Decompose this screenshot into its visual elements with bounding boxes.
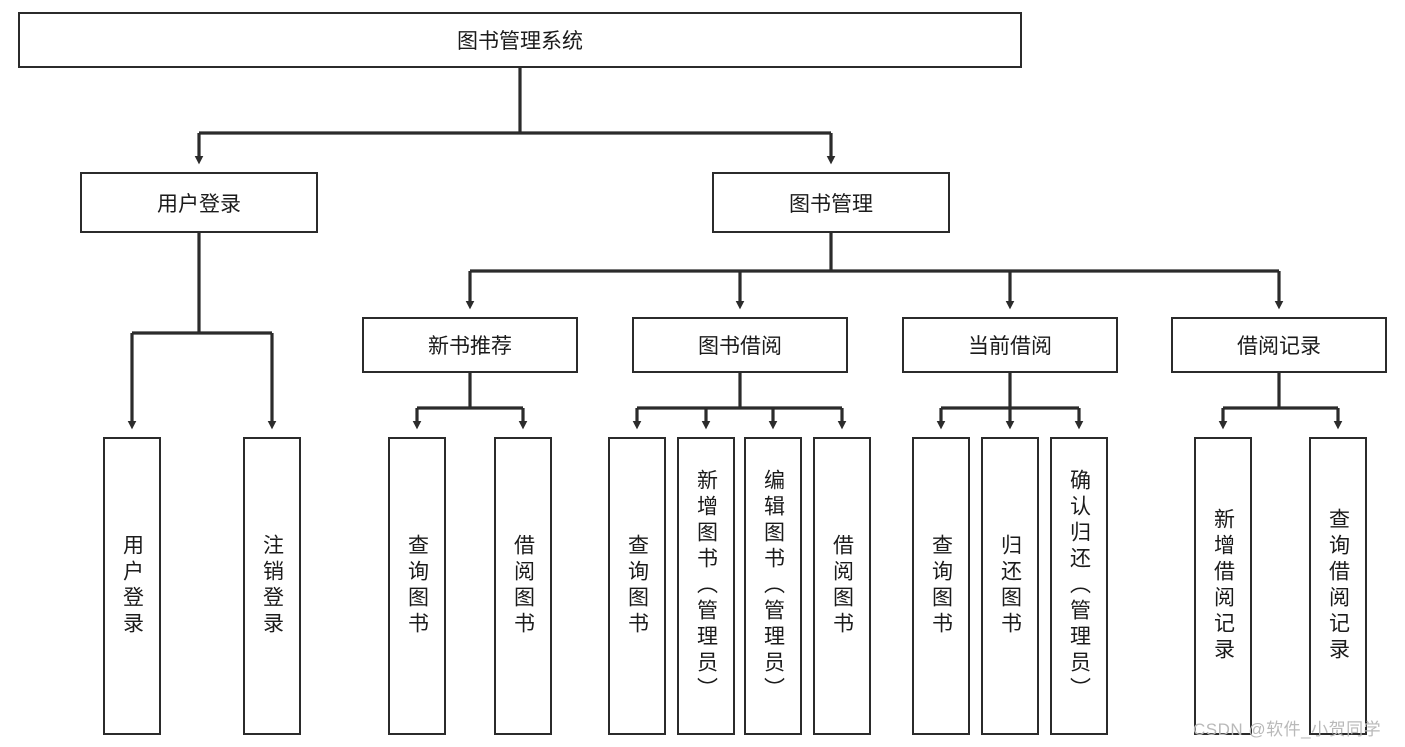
node-current-borrow[interactable]: 当前借阅 <box>902 317 1118 373</box>
node-leaf-add-book-label: 新增图书（管理员） <box>694 469 718 703</box>
node-leaf-logout-login[interactable]: 注销登录 <box>243 437 301 735</box>
node-user-login-label: 用户登录 <box>157 192 241 216</box>
node-book-borrow[interactable]: 图书借阅 <box>632 317 848 373</box>
node-leaf-query-book-3[interactable]: 查询图书 <box>912 437 970 735</box>
node-leaf-confirm-return-label: 确认归还（管理员） <box>1067 469 1091 703</box>
node-leaf-query-borrow-record[interactable]: 查询借阅记录 <box>1309 437 1367 735</box>
node-leaf-add-borrow-record[interactable]: 新增借阅记录 <box>1194 437 1252 735</box>
node-new-book-recommend-label: 新书推荐 <box>428 335 512 358</box>
node-leaf-query-book-3-label: 查询图书 <box>929 534 953 638</box>
node-leaf-borrow-book-1[interactable]: 借阅图书 <box>494 437 552 735</box>
node-leaf-user-login[interactable]: 用户登录 <box>103 437 161 735</box>
node-book-manage-label: 图书管理 <box>789 192 873 216</box>
node-leaf-borrow-book-2[interactable]: 借阅图书 <box>813 437 871 735</box>
node-leaf-return-book[interactable]: 归还图书 <box>981 437 1039 735</box>
node-leaf-query-borrow-record-label: 查询借阅记录 <box>1326 508 1350 664</box>
node-leaf-add-borrow-record-label: 新增借阅记录 <box>1211 508 1235 664</box>
node-current-borrow-label: 当前借阅 <box>968 335 1052 358</box>
node-leaf-query-book-1[interactable]: 查询图书 <box>388 437 446 735</box>
node-user-login[interactable]: 用户登录 <box>80 172 318 233</box>
node-leaf-edit-book[interactable]: 编辑图书（管理员） <box>744 437 802 735</box>
node-borrow-record[interactable]: 借阅记录 <box>1171 317 1387 373</box>
node-root[interactable]: 图书管理系统 <box>18 12 1022 68</box>
node-leaf-query-book-1-label: 查询图书 <box>405 534 429 638</box>
node-leaf-logout-login-label: 注销登录 <box>260 534 284 638</box>
node-book-manage[interactable]: 图书管理 <box>712 172 950 233</box>
node-leaf-borrow-book-2-label: 借阅图书 <box>830 534 854 638</box>
node-leaf-confirm-return[interactable]: 确认归还（管理员） <box>1050 437 1108 735</box>
node-leaf-query-book-2-label: 查询图书 <box>625 534 649 638</box>
node-leaf-return-book-label: 归还图书 <box>998 534 1022 638</box>
node-new-book-recommend[interactable]: 新书推荐 <box>362 317 578 373</box>
node-leaf-query-book-2[interactable]: 查询图书 <box>608 437 666 735</box>
node-root-label: 图书管理系统 <box>457 30 583 53</box>
node-leaf-add-book[interactable]: 新增图书（管理员） <box>677 437 735 735</box>
node-leaf-user-login-label: 用户登录 <box>120 534 144 638</box>
node-borrow-record-label: 借阅记录 <box>1237 335 1321 358</box>
node-book-borrow-label: 图书借阅 <box>698 335 782 358</box>
node-leaf-borrow-book-1-label: 借阅图书 <box>511 534 535 638</box>
node-leaf-edit-book-label: 编辑图书（管理员） <box>761 469 785 703</box>
